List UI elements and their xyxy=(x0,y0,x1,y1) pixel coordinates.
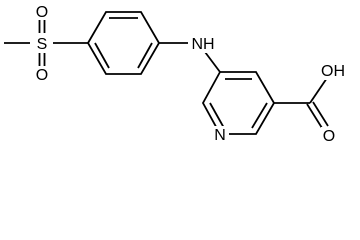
molecule-structure: S O O NH N OH O xyxy=(4,4,345,145)
pyridine-inner-bond-2 xyxy=(251,102,268,129)
atom-oh: OH xyxy=(321,63,345,80)
atom-o-carbonyl: O xyxy=(323,128,335,145)
benzene-ring xyxy=(86,11,161,75)
bond-nh-pyridine xyxy=(204,51,221,73)
atom-o-top: O xyxy=(36,4,48,21)
atom-n-ring: N xyxy=(214,127,226,144)
bond-carbonyl-b xyxy=(312,101,329,127)
benzene-inner-bond-3 xyxy=(94,42,110,69)
bond-carboxyl-oh xyxy=(309,77,328,104)
bond-carbonyl-a xyxy=(306,103,323,129)
benzene-inner-bond-2 xyxy=(137,42,153,69)
atom-s: S xyxy=(37,36,48,53)
pyridine-ring xyxy=(201,71,276,135)
pyridine-inner-bond-3 xyxy=(209,102,225,129)
atom-nh: NH xyxy=(191,36,214,53)
atom-o-bottom: O xyxy=(36,67,48,84)
molecule-drawing: S O O NH N OH O xyxy=(4,4,345,145)
